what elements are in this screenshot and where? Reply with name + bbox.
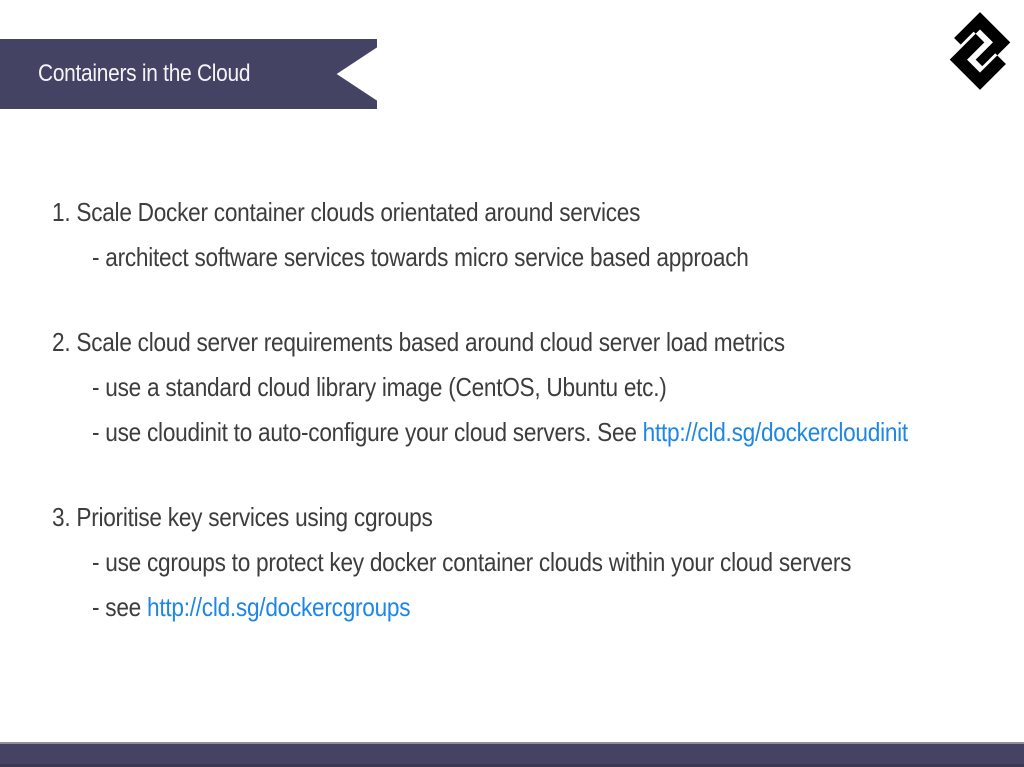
section-3-subitem-1-text: - use cgroups to protect key docker cont…: [92, 547, 852, 577]
title-ribbon: Containers in the Cloud: [0, 39, 377, 109]
slide-title: Containers in the Cloud: [38, 60, 251, 87]
section-3-heading-text: 3. Prioritise key services using cgroups: [52, 502, 433, 532]
section-2-heading: 2. Scale cloud server requirements based…: [52, 320, 1024, 365]
section-2-heading-text: 2. Scale cloud server requirements based…: [52, 327, 785, 357]
section-2-subitem-1: - use a standard cloud library image (Ce…: [52, 365, 1024, 410]
section-3-heading: 3. Prioritise key services using cgroups: [52, 495, 1024, 540]
slide-body: 1. Scale Docker container clouds orienta…: [52, 190, 1024, 630]
list-section-1: 1. Scale Docker container clouds orienta…: [52, 190, 1024, 280]
list-section-3: 3. Prioritise key services using cgroups…: [52, 495, 1024, 630]
section-1-heading-text: 1. Scale Docker container clouds orienta…: [52, 197, 641, 227]
list-section-2: 2. Scale cloud server requirements based…: [52, 320, 1024, 455]
section-3-subitem-2: - see http://cld.sg/dockercgroups: [52, 585, 1024, 630]
section-2-subitem-1-text: - use a standard cloud library image (Ce…: [92, 372, 667, 402]
section-1-subitem-1-text: - architect software services towards mi…: [92, 242, 749, 272]
section-1-subitem-1: - architect software services towards mi…: [52, 235, 1024, 280]
section-2-subitem-2: - use cloudinit to auto-configure your c…: [52, 410, 1024, 455]
section-1-heading: 1. Scale Docker container clouds orienta…: [52, 190, 1024, 235]
link-dockercgroups[interactable]: http://cld.sg/dockercgroups: [147, 592, 411, 622]
section-2-subitem-2-text: - use cloudinit to auto-configure your c…: [92, 417, 643, 447]
link-dockercloudinit[interactable]: http://cld.sg/dockercloudinit: [642, 417, 909, 447]
footer-bar: [0, 742, 1024, 767]
section-3-subitem-1: - use cgroups to protect key docker cont…: [52, 540, 1024, 585]
section-3-subitem-2-text: - see: [92, 592, 148, 622]
interlocked-diamond-s-logo: [944, 4, 1016, 98]
